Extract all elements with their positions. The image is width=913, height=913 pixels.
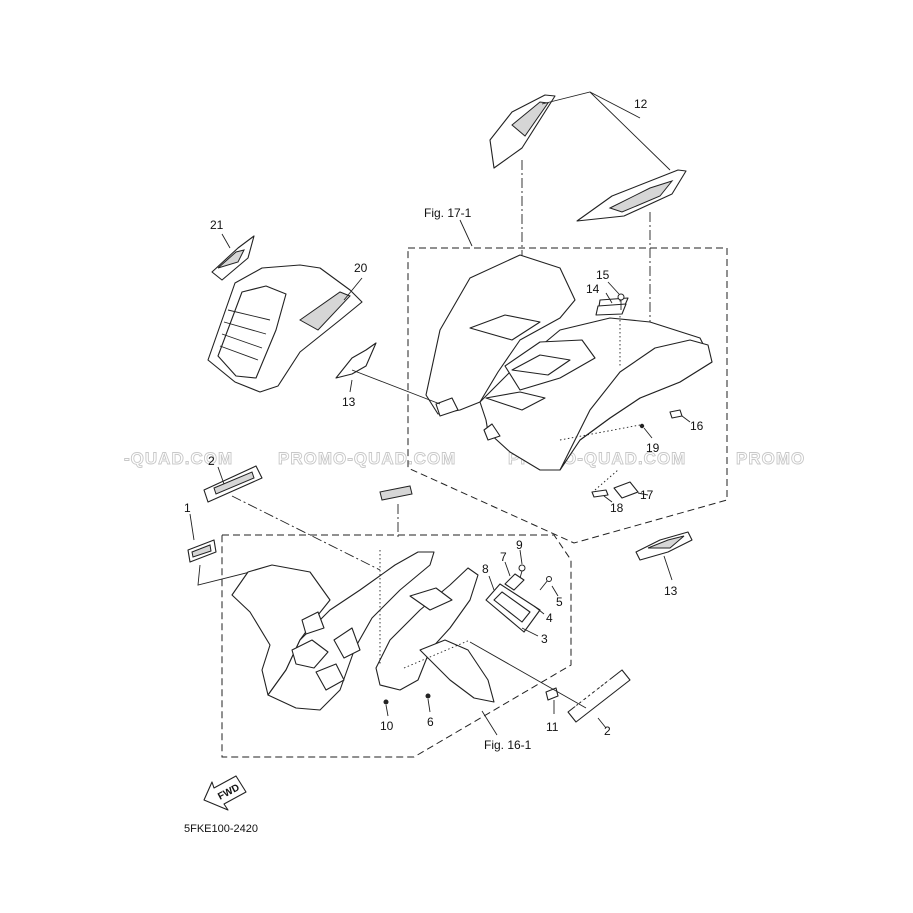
callout-16: 16 — [690, 419, 704, 433]
callout-13b: 13 — [664, 584, 678, 598]
watermark-1: -QUAD.COM — [124, 449, 233, 468]
watermark-row: -QUAD.COM PROMO-QUAD.COM PROMO-QUAD.COM … — [124, 449, 805, 469]
callout-13a: 13 — [342, 395, 356, 409]
leader-14 — [605, 292, 613, 304]
frame-8 — [485, 583, 541, 633]
decal2-guide — [231, 495, 381, 571]
front-panel-20 — [207, 264, 363, 393]
leader-9 — [519, 549, 523, 565]
callout-5: 5 — [556, 595, 563, 609]
plate-17 — [613, 481, 639, 499]
screw-9 — [518, 564, 526, 579]
callout-19: 19 — [646, 441, 660, 455]
fig16-label: Fig. 16-1 — [484, 738, 532, 752]
callout-17: 17 — [640, 488, 654, 502]
callout-2a: 2 — [208, 454, 215, 468]
fig17-label: Fig. 17-1 — [424, 206, 472, 220]
callout-6: 6 — [427, 715, 434, 729]
callout-15: 15 — [596, 268, 610, 282]
callout-10: 10 — [380, 719, 394, 733]
screw-5 — [539, 576, 552, 591]
fig16-boundary — [221, 534, 572, 758]
front-fender — [231, 550, 495, 711]
rear-side-decals — [489, 91, 687, 222]
watermark-2: PROMO-QUAD.COM — [278, 449, 456, 468]
drawing-code: 5FKE100-2420 — [184, 823, 258, 835]
leader-7 — [504, 561, 511, 577]
leader-6 — [427, 698, 431, 713]
callout-4: 4 — [546, 611, 553, 625]
callout-12: 12 — [634, 97, 648, 111]
clip-11 — [545, 687, 559, 701]
emblem-13-left — [335, 342, 377, 379]
callout-21: 21 — [210, 218, 224, 232]
leader-8 — [488, 575, 495, 591]
leader-21 — [221, 233, 231, 249]
clip-16 — [669, 409, 683, 419]
leader-18 — [603, 495, 613, 503]
fig17-boundary — [407, 247, 728, 544]
rear-plate-14 — [595, 303, 627, 316]
leader-13a-line — [351, 369, 441, 405]
fig17-leader — [459, 219, 473, 247]
emblem-13-right — [635, 531, 693, 561]
leader-2a — [217, 466, 225, 485]
center-plate — [379, 485, 413, 501]
callout-7: 7 — [500, 550, 507, 564]
rivet-10 — [383, 699, 389, 705]
callout-20: 20 — [354, 261, 368, 275]
fwd-arrow-icon: FWD — [203, 775, 247, 811]
callout-3: 3 — [541, 632, 548, 646]
leader-19 — [643, 427, 653, 439]
leader-10 — [385, 704, 389, 717]
leader-1 — [189, 513, 195, 541]
callout-18: 18 — [610, 501, 624, 515]
leader-13a — [349, 379, 353, 393]
leader-5 — [551, 585, 559, 597]
decal-21 — [211, 235, 255, 281]
side-decal-2-upper — [203, 465, 263, 503]
fig16-leader — [481, 710, 498, 736]
screw-18 — [591, 489, 609, 498]
rivet-19 — [639, 423, 645, 429]
callout-2b: 2 — [604, 724, 611, 738]
leader-2b — [597, 717, 607, 729]
emblem-1 — [187, 539, 259, 586]
leader-13b — [663, 555, 673, 581]
rear-fender — [425, 254, 713, 491]
leader-20 — [343, 277, 363, 301]
leader-16 — [681, 415, 691, 423]
rivet-6 — [425, 693, 431, 699]
callout-14: 14 — [586, 282, 600, 296]
callout-11: 11 — [546, 720, 559, 734]
callout-1: 1 — [184, 501, 191, 515]
screw-15 — [617, 293, 625, 310]
callout-8: 8 — [482, 562, 489, 576]
leader-17 — [637, 492, 649, 496]
leader-15 — [607, 281, 620, 295]
callout-9: 9 — [516, 538, 523, 552]
plate-7 — [504, 573, 525, 591]
leader-3 — [521, 627, 539, 637]
watermark-4: PROMO — [736, 449, 805, 468]
leader-4 — [533, 605, 545, 615]
